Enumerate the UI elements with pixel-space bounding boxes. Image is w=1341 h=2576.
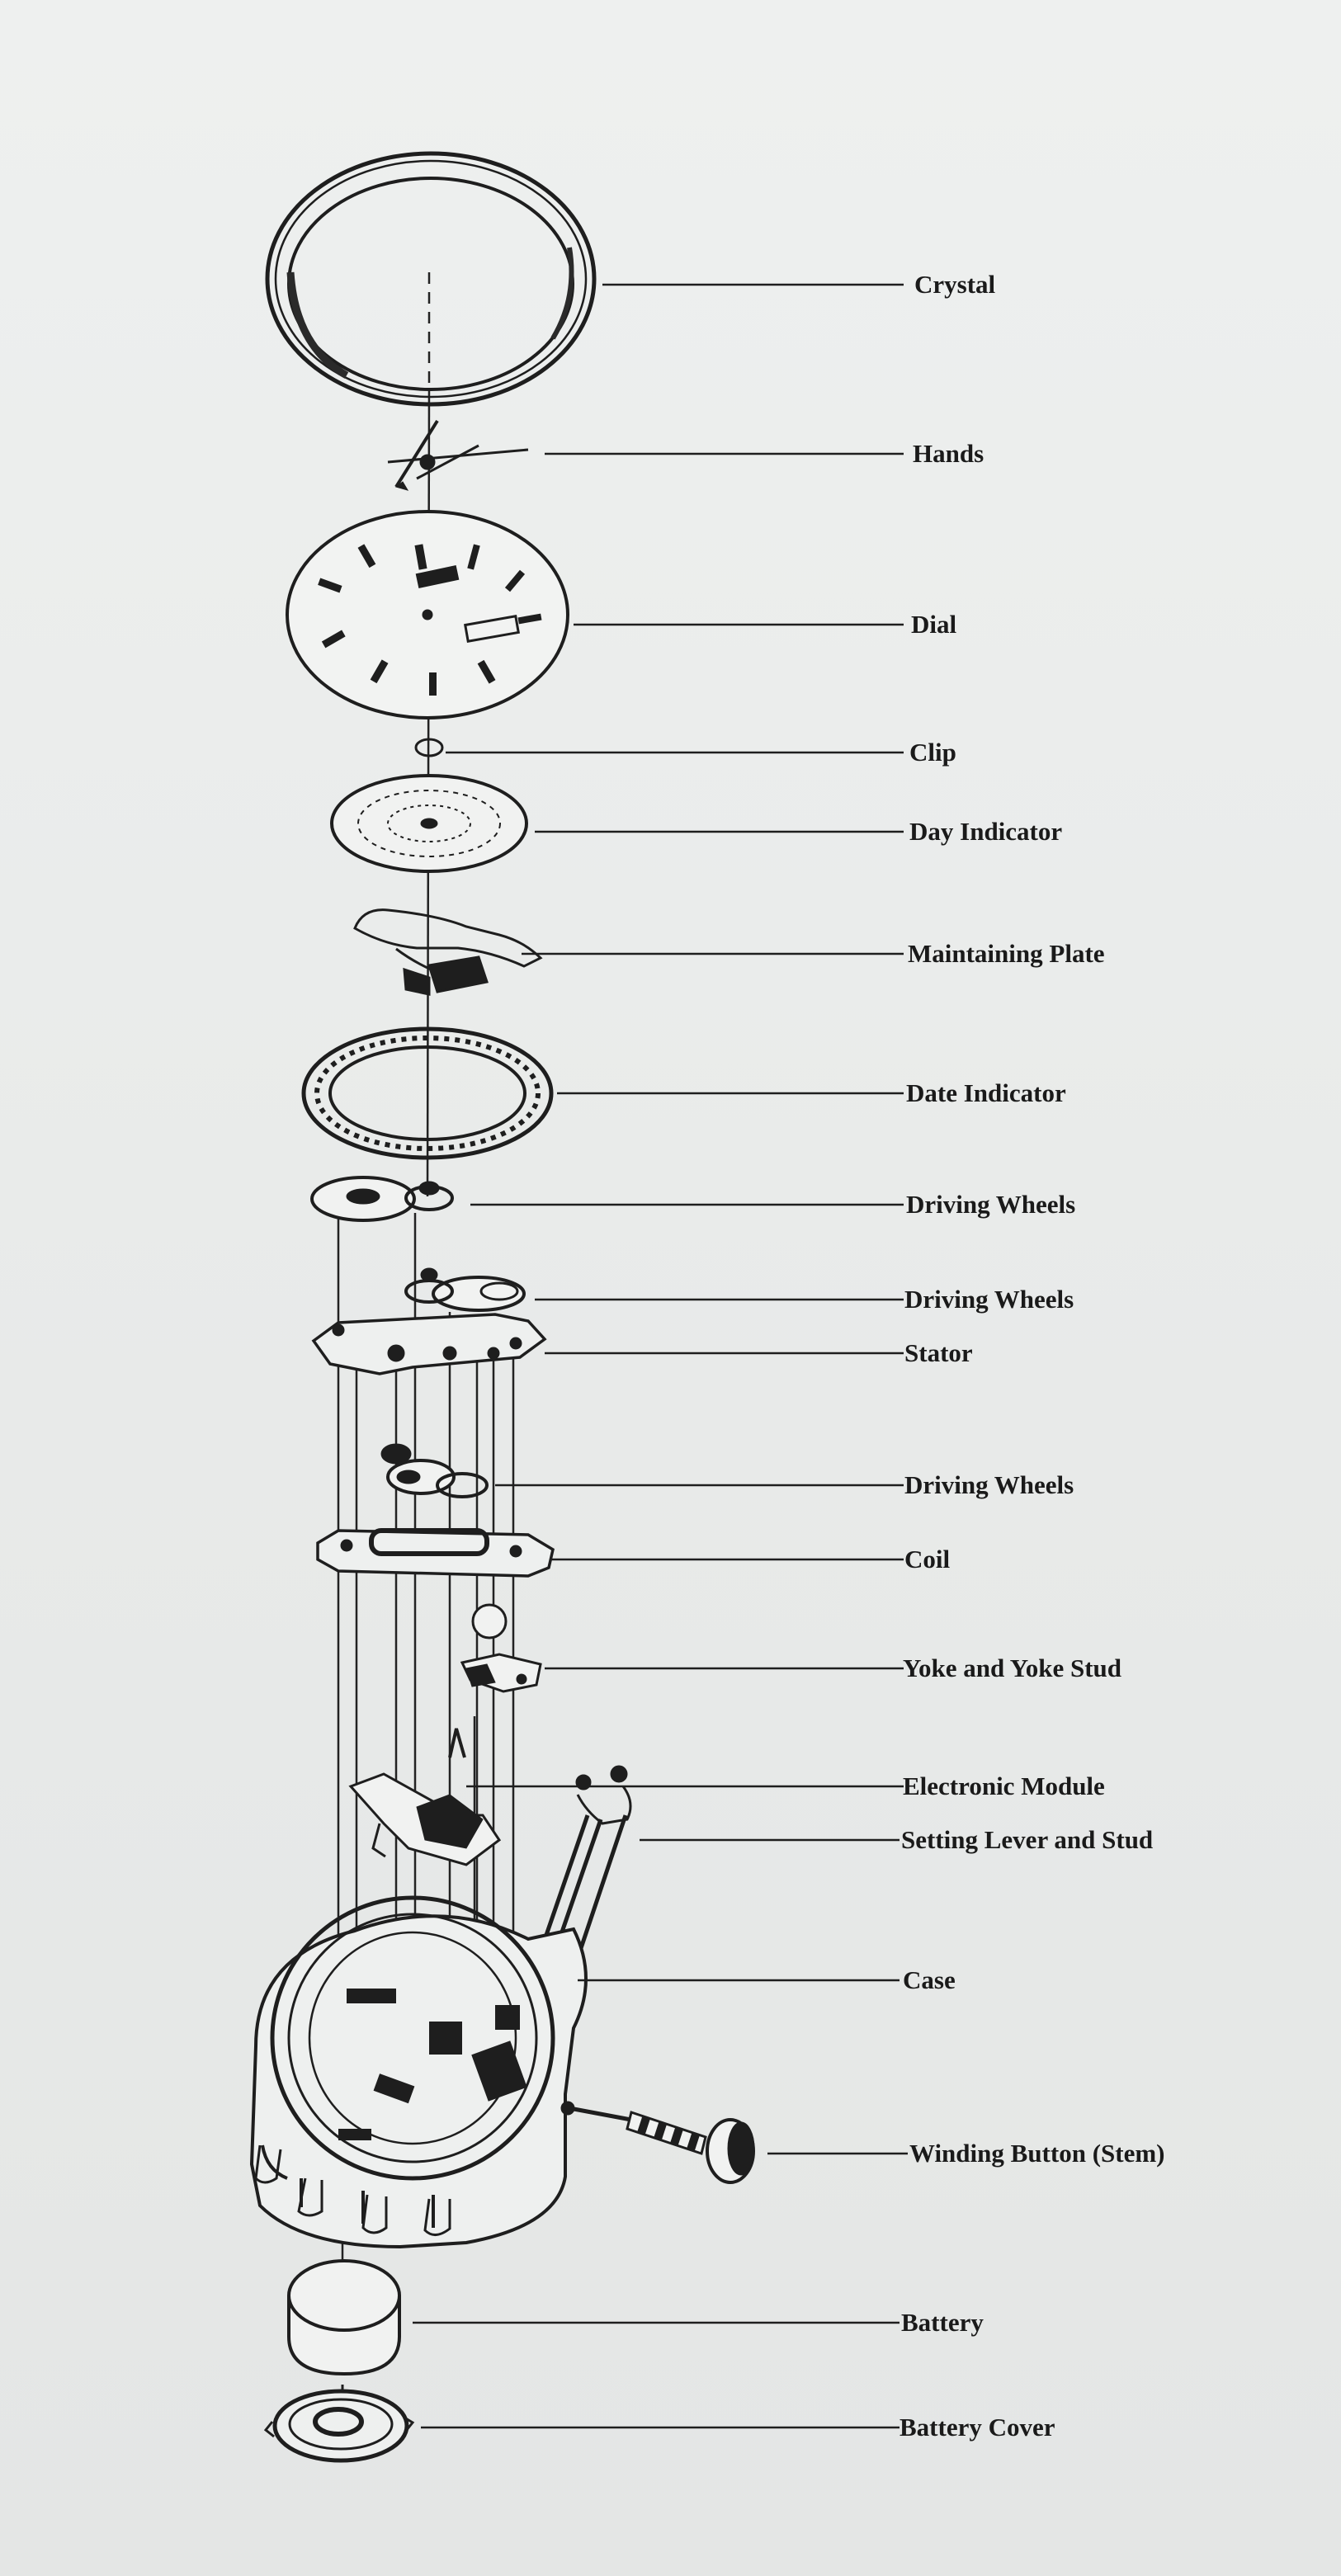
label-date-indicator: Date Indicator — [906, 1078, 1066, 1107]
label-battery-cover: Battery Cover — [900, 2413, 1055, 2442]
driving-wheels-2-part — [406, 1268, 524, 1310]
label-coil: Coil — [904, 1545, 951, 1573]
winding-button-part — [561, 2102, 754, 2182]
label-electronic-module: Electronic Module — [903, 1772, 1105, 1800]
label-driving-wheels-1: Driving Wheels — [906, 1190, 1075, 1219]
battery-part — [289, 2261, 399, 2374]
driving-wheels-3-part — [381, 1444, 487, 1497]
label-crystal: Crystal — [914, 270, 996, 299]
label-winding-button: Winding Button (Stem) — [909, 2139, 1165, 2168]
label-setting-lever: Setting Lever and Stud — [901, 1825, 1153, 1854]
yoke-part — [462, 1605, 541, 1691]
label-maintaining-plate: Maintaining Plate — [908, 939, 1105, 968]
crystal-part — [267, 153, 594, 404]
maintaining-plate-part — [355, 910, 541, 994]
label-hands: Hands — [913, 439, 984, 468]
label-clip: Clip — [909, 738, 956, 767]
leader-lines — [413, 283, 908, 2429]
label-driving-wheels-3: Driving Wheels — [904, 1470, 1074, 1499]
label-stator: Stator — [904, 1338, 973, 1367]
label-battery: Battery — [901, 2308, 984, 2337]
label-case: Case — [903, 1965, 956, 1994]
label-driving-wheels-2: Driving Wheels — [904, 1285, 1074, 1314]
date-indicator-part — [304, 1029, 551, 1158]
hands-part — [388, 421, 528, 490]
clip-part — [416, 739, 442, 756]
dial-part — [287, 512, 568, 718]
case-part — [252, 1898, 586, 2247]
label-day-indicator: Day Indicator — [909, 817, 1062, 846]
driving-wheels-1-part — [312, 1177, 452, 1220]
label-yoke: Yoke and Yoke Stud — [903, 1654, 1121, 1682]
electronic-module-part — [351, 1729, 499, 1865]
stator-part — [314, 1314, 545, 1374]
coil-part — [318, 1531, 553, 1576]
battery-cover-part — [266, 2385, 413, 2460]
day-indicator-part — [332, 776, 526, 871]
labels: Crystal Hands Dial Clip Day Indicator Ma… — [900, 270, 1165, 2442]
label-dial: Dial — [911, 610, 957, 639]
